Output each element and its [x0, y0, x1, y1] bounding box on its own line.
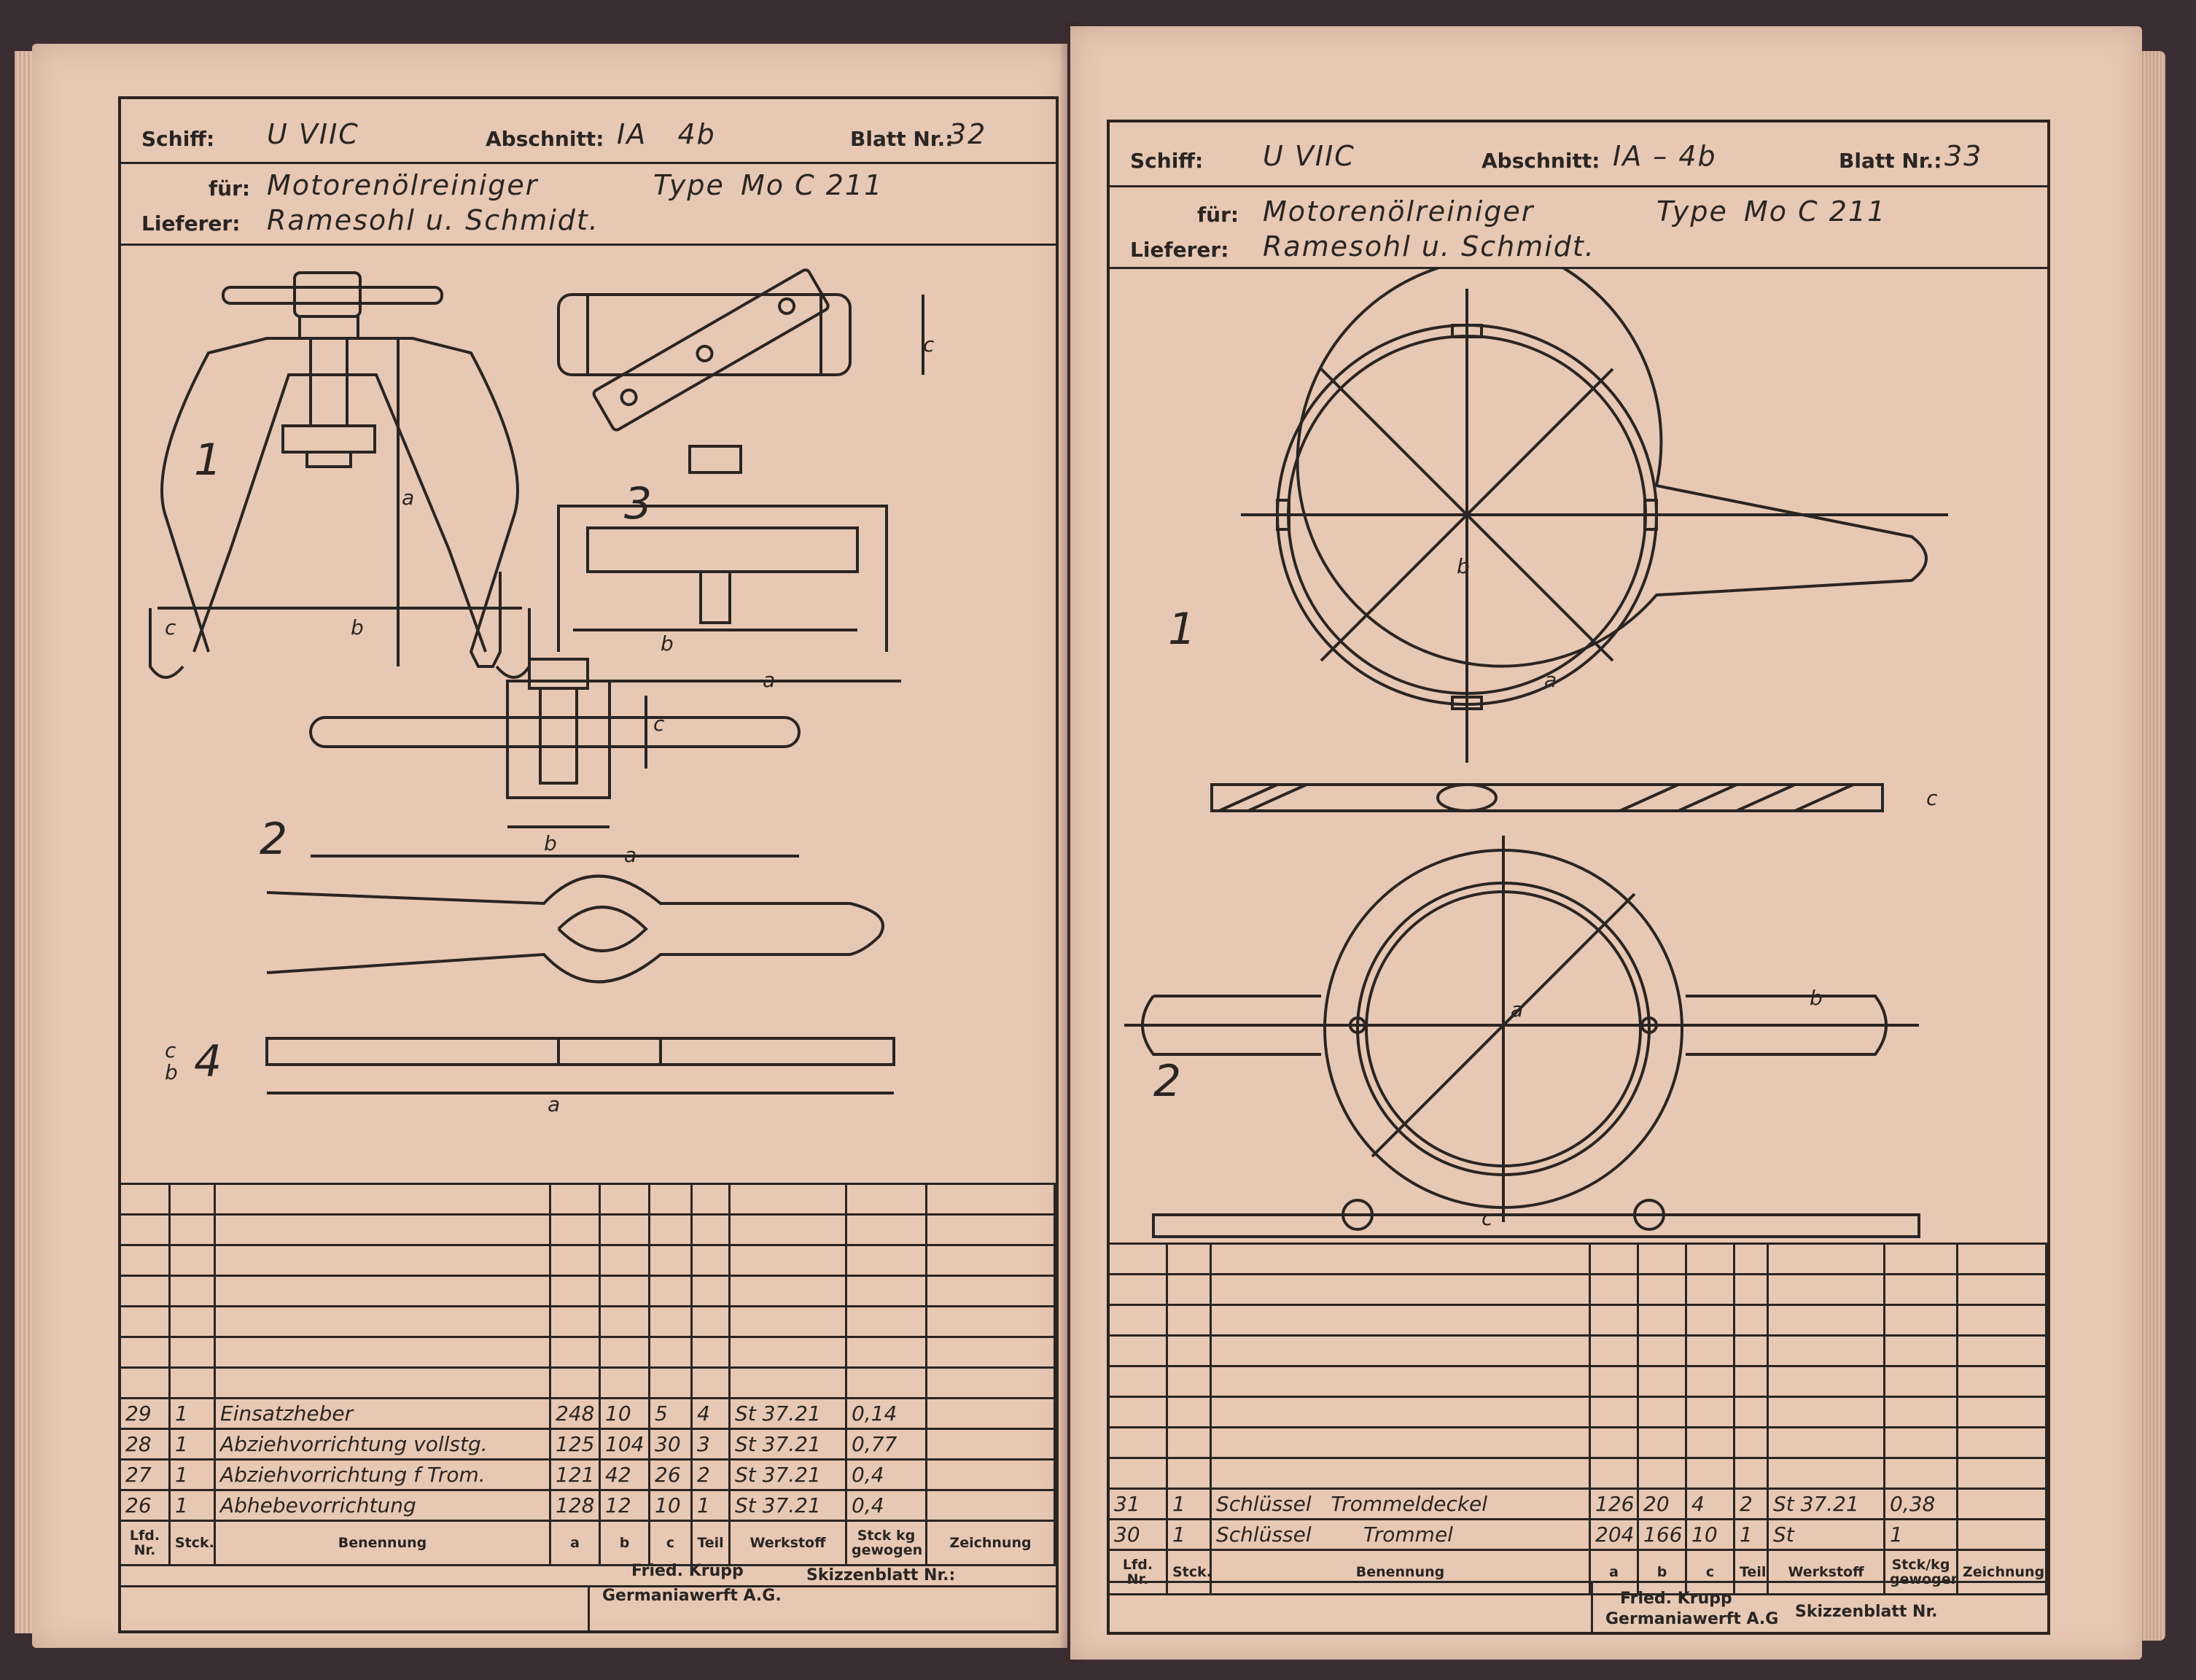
- schiff-label: Schiff:: [141, 127, 215, 151]
- right-footer-firm: Fried. Krupp: [1620, 1590, 1732, 1608]
- abschnitt-label: Abschnitt:: [486, 127, 604, 151]
- fig3-dim-c: c: [923, 332, 936, 357]
- fig1-dim-c: c: [165, 615, 178, 639]
- right-footer-werft: Germaniawerft A.G: [1605, 1610, 1779, 1628]
- type-value: Mo C 211: [1744, 195, 1887, 228]
- right-footer-line: [1110, 1581, 2047, 1583]
- right-drawing-sheet: Schiff: U VIIC Abschnitt: IA – 4b Blatt …: [1107, 120, 2050, 1635]
- right-footer-skizzenblatt: Skizzenblatt Nr.: [1795, 1603, 1938, 1621]
- fig3-puller: [557, 445, 901, 682]
- fig-number-2: 2: [1153, 1056, 1182, 1107]
- fig3-bar: [557, 268, 924, 432]
- right-header-row1: Schiff: U VIIC Abschnitt: IA – 4b Blatt …: [1110, 122, 2047, 187]
- type-value: Mo C 211: [741, 169, 884, 201]
- fig-number-2: 2: [260, 814, 288, 865]
- fuer-value: Motorenölreiniger: [267, 169, 539, 201]
- fig2-dim-c: c: [653, 712, 666, 736]
- schiff-value: U VIIC: [267, 118, 359, 150]
- fig3-dim-a: a: [763, 668, 777, 692]
- abschnitt-value: IA 4b: [617, 118, 716, 150]
- fig-number-1: 1: [194, 435, 222, 486]
- fig4-dim-c: c: [165, 1038, 178, 1062]
- lieferer-value: Ramesohl u. Schmidt.: [267, 204, 599, 236]
- fig2-dim-a: a: [624, 843, 639, 867]
- left-footer-line: [121, 1585, 1056, 1587]
- fuer-label: für:: [209, 176, 251, 201]
- fig1-puller: [149, 271, 531, 679]
- left-drawings: [149, 268, 924, 1094]
- fig-number-4: 4: [194, 1036, 222, 1087]
- right-footer-box: [1591, 1581, 1593, 1632]
- lieferer-value: Ramesohl u. Schmidt.: [1263, 230, 1595, 262]
- abschnitt-label: Abschnitt:: [1481, 149, 1600, 173]
- fig1-dim-a: a: [402, 486, 416, 510]
- fig1-dim-a: a: [1544, 668, 1559, 692]
- left-header-row2: für: Motorenölreiniger Type Mo C 211 Lie…: [121, 162, 1056, 246]
- fig2-dim-b: b: [544, 831, 558, 855]
- blatt-value: 32: [949, 118, 987, 150]
- fig1-dim-c: c: [1926, 786, 1939, 810]
- blatt-value: 33: [1944, 140, 1983, 172]
- left-footer-skizzenblatt: Skizzenblatt Nr.:: [806, 1566, 956, 1584]
- blatt-label: Blatt Nr.:: [1839, 149, 1942, 173]
- fig-number-1: 1: [1168, 604, 1196, 655]
- schiff-label: Schiff:: [1130, 149, 1204, 173]
- fig1-dim-b: b: [351, 615, 365, 639]
- left-drawing-sheet: Schiff: U VIIC Abschnitt: IA 4b Blatt Nr…: [118, 96, 1059, 1633]
- fuer-label: für:: [1197, 203, 1239, 227]
- fig4-dim-b: b: [165, 1060, 179, 1084]
- fig-number-3: 3: [624, 478, 653, 529]
- fuer-value: Motorenölreiniger: [1263, 195, 1535, 228]
- left-footer-box: [588, 1587, 590, 1630]
- left-footer-firm: Fried. Krupp: [631, 1562, 744, 1580]
- fig2-dim-c: c: [1481, 1206, 1495, 1230]
- left-footer-werft: Germaniawerft A.G.: [602, 1587, 782, 1605]
- fig2-bar: [309, 658, 801, 858]
- fig1-spanner: [1210, 267, 1948, 812]
- right-header-row2: für: Motorenölreiniger Type Mo C 211 Lie…: [1110, 185, 2047, 269]
- fig1-dim-b: b: [1457, 554, 1471, 578]
- schiff-value: U VIIC: [1263, 140, 1355, 172]
- left-page: Schiff: U VIIC Abschnitt: IA 4b Blatt Nr…: [32, 44, 1067, 1648]
- fig2-dim-b: b: [1810, 986, 1824, 1010]
- right-page: Schiff: U VIIC Abschnitt: IA – 4b Blatt …: [1070, 26, 2142, 1660]
- fig2-spanner: [1124, 836, 1920, 1238]
- type-label: Type: [1656, 195, 1728, 228]
- right-drawings: [1124, 267, 1948, 1238]
- lieferer-label: Lieferer:: [1130, 238, 1229, 262]
- fig4-lifter: [265, 874, 895, 1094]
- fig2-dim-a: a: [1511, 998, 1525, 1022]
- fig4-dim-a: a: [548, 1092, 562, 1116]
- left-header-row1: Schiff: U VIIC Abschnitt: IA 4b Blatt Nr…: [121, 99, 1056, 164]
- type-label: Type: [653, 169, 725, 201]
- blatt-label: Blatt Nr.:: [850, 127, 954, 151]
- abschnitt-value: IA – 4b: [1613, 140, 1717, 172]
- lieferer-label: Lieferer:: [141, 211, 241, 236]
- fig3-dim-b: b: [661, 631, 675, 656]
